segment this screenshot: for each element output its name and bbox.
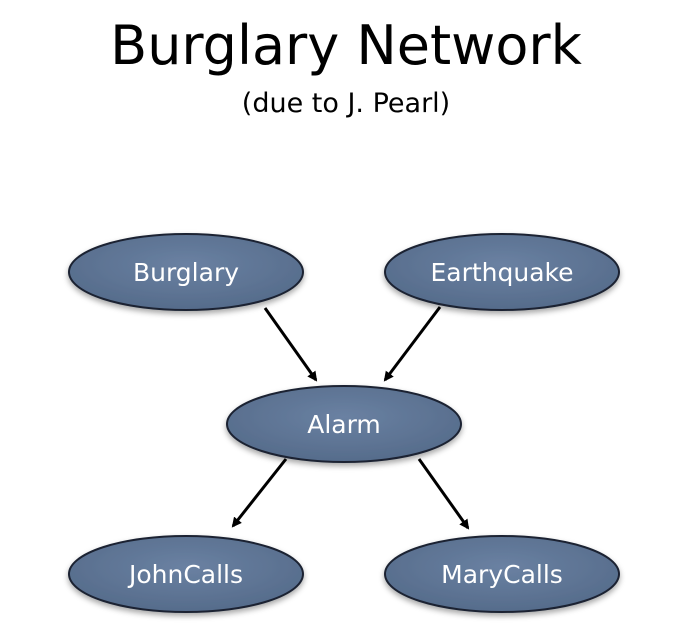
node-alarm-label: Alarm xyxy=(307,410,381,439)
edge-earthquake-alarm xyxy=(383,306,442,382)
node-johncalls[interactable]: JohnCalls xyxy=(68,535,304,613)
edges xyxy=(231,306,470,530)
page-subtitle: (due to J. Pearl) xyxy=(241,88,451,119)
node-marycalls[interactable]: MaryCalls xyxy=(384,535,620,613)
node-marycalls-shape xyxy=(384,535,620,613)
node-earthquake-label: Earthquake xyxy=(430,258,573,287)
page-title: Burglary Network xyxy=(110,14,582,77)
node-earthquake-shape xyxy=(384,233,620,311)
node-burglary-shape xyxy=(68,233,304,311)
edge-alarm-johncalls xyxy=(231,458,288,528)
node-alarm-shape xyxy=(226,385,462,463)
node-johncalls-shape xyxy=(68,535,304,613)
node-marycalls-label: MaryCalls xyxy=(441,560,563,589)
node-earthquake[interactable]: Earthquake xyxy=(384,233,620,311)
node-johncalls-label: JohnCalls xyxy=(127,560,243,589)
node-burglary-label: Burglary xyxy=(133,258,239,287)
node-alarm[interactable]: Alarm xyxy=(226,385,462,463)
node-burglary[interactable]: Burglary xyxy=(68,233,304,311)
edge-alarm-marycalls xyxy=(417,458,470,530)
edge-burglary-alarm xyxy=(263,307,318,382)
